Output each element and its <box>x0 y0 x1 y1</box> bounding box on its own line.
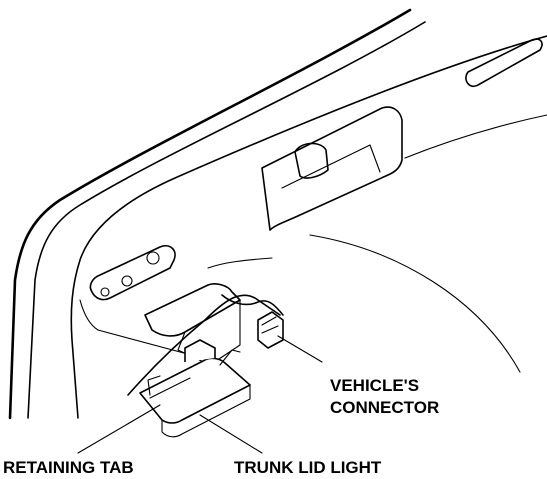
mounting-bracket <box>89 245 176 301</box>
trunk-lid-light-label: TRUNK LID LIGHT <box>234 458 382 477</box>
leader-lines <box>77 335 323 454</box>
vehicle-connector <box>257 311 284 349</box>
retaining-tab-label: RETAINING TAB <box>3 458 134 477</box>
wire-harness <box>127 294 284 396</box>
vehicle-connector-label-line2: CONNECTOR <box>330 398 439 417</box>
upper-slot <box>465 38 543 88</box>
trunk-lid-light <box>139 339 251 438</box>
vehicle-connector-label-line1: VEHICLE'S <box>330 376 419 395</box>
trunk-lid-outline <box>8 8 426 420</box>
trunk-lid-inner-panel <box>70 35 547 419</box>
latch-recess <box>261 106 403 231</box>
